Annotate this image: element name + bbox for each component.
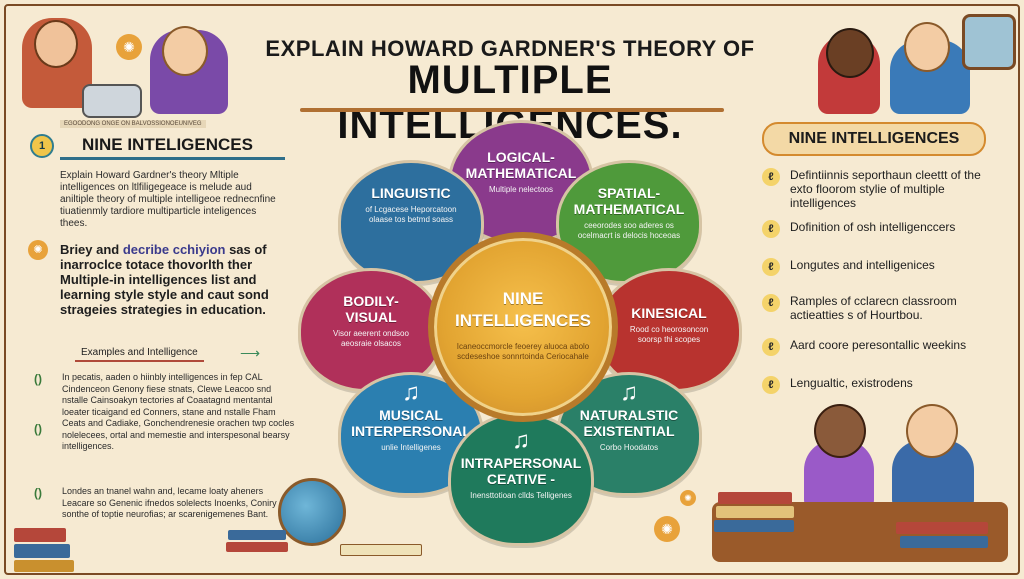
left-paragraph-2: Briey and decribe cchiyion sas of inarro… xyxy=(60,242,295,317)
list-marker-icon: ℓ xyxy=(762,294,780,312)
book-stack-left-2 xyxy=(14,544,70,558)
list-item-text: Defintiinnis seporthaun cleettt of the e… xyxy=(790,168,981,210)
petal-desc: unlie Intelligenes xyxy=(381,443,441,452)
petal-title: LINGUISTIC xyxy=(371,185,451,201)
book-stack-right-5 xyxy=(900,536,988,548)
list-item-text: Aard coore peresontallic weekins xyxy=(790,338,967,352)
title-rule xyxy=(300,108,724,112)
right-list-item: ℓ Ramples of cclarecn classroom actieatt… xyxy=(762,294,992,322)
book-stack-left xyxy=(14,528,66,542)
book-stack-center xyxy=(228,530,286,540)
center-title-line-1: NINE xyxy=(502,289,544,308)
girl-face-bottom xyxy=(814,404,866,458)
girl-face-right xyxy=(826,28,874,78)
petal-desc: ceeorodes soo aderes os ocelmacrt is del… xyxy=(577,221,681,240)
sparkle-icon: ✺ xyxy=(28,240,48,260)
globe-illustration xyxy=(278,478,346,546)
section-number-badge: 1 xyxy=(30,134,54,158)
right-list-item: ℓ Longutes and intelligenices xyxy=(762,258,992,276)
petal-title: MUSICAL INTERPERSONAL xyxy=(351,407,471,439)
petal-title: BODILY- VISUAL xyxy=(343,293,399,325)
paren-marker-3: () xyxy=(34,486,42,500)
list-marker-icon: ℓ xyxy=(762,258,780,276)
list-item-text: Ramples of cclarecn classroom actieattie… xyxy=(790,294,957,322)
sun-doodle-icon: ✺ xyxy=(116,34,142,60)
petal-desc: Visor aeerent ondsoo aeosraie olsacos xyxy=(333,329,409,348)
list-item-text: Longutes and intelligenices xyxy=(790,258,935,272)
petal-desc: Rood co heorosoncon soorsp thi scopes xyxy=(629,325,709,344)
laptop-illustration xyxy=(82,84,142,118)
petal-title: KINESICAL xyxy=(631,305,707,321)
para2-start: Briey and xyxy=(60,242,123,257)
arrow-right-icon: ⟶ xyxy=(240,345,261,361)
petal-title: LOGICAL- MATHEMATICAL xyxy=(465,149,577,181)
list-marker-icon: ℓ xyxy=(762,338,780,356)
book-stack-right-2 xyxy=(716,506,794,518)
boy-face-bottom xyxy=(906,404,958,458)
center-description: Icaneoccmorcle feoerey aluoca abolo scde… xyxy=(456,342,590,361)
petal-title: INTRAPERSONAL CEATIVE - xyxy=(460,455,582,487)
list-item-text: Lengualtic, existrodens xyxy=(790,376,913,390)
book-stack-right-4 xyxy=(896,522,988,534)
examples-label: Examples and Intelligence xyxy=(75,345,204,362)
para2-highlight: decribe cchiyion xyxy=(122,242,226,257)
center-disc: NINE INTELLIGENCES Icaneoccmorcle feoere… xyxy=(428,232,618,422)
petal-desc: of Lcgacese Heporcatoon olaase tos betmd… xyxy=(365,205,457,224)
left-heading-rule xyxy=(60,157,285,160)
music-note-icon: ♫ xyxy=(620,379,638,406)
boy-face-right xyxy=(904,22,950,72)
center-title: NINE INTELLIGENCES xyxy=(434,288,612,332)
left-paragraph-1: Explain Howard Gardner's theory Mltiple … xyxy=(60,170,276,229)
petal-kinesical: KINESICAL Rood co heorosoncon soorsp thi… xyxy=(596,268,742,392)
book-open xyxy=(340,544,422,556)
petal-linguistic: LINGUISTIC of Lcgacese Heporcatoon olaas… xyxy=(338,160,484,284)
window-illustration xyxy=(962,14,1016,70)
petal-title: NATURALSTIC EXISTENTIAL xyxy=(579,407,679,439)
sun-doodle-icon-bottom: ✺ xyxy=(654,516,680,542)
list-item-text: Dofinition of osh intelligenccers xyxy=(790,220,956,234)
petal-desc: Multiple nelectoos xyxy=(488,185,554,194)
right-list-item: ℓ Lengualtic, existrodens xyxy=(762,376,992,394)
right-heading-pill: NINE INTELLIGENCES xyxy=(762,122,986,156)
para2-end: sas of inarroclce totace thovorlth ther … xyxy=(60,242,269,317)
paren-marker-1: () xyxy=(34,372,42,386)
paren-marker-2: () xyxy=(34,422,42,436)
left-paragraph-4: Londes an tnanel wahn and, lecame loaty … xyxy=(62,486,277,519)
list-marker-icon: ℓ xyxy=(762,376,780,394)
title-line-1: EXPLAIN HOWARD GARDNER'S THEORY OF xyxy=(265,36,755,61)
book-stack-left-3 xyxy=(14,560,74,572)
petal-desc: Inensttotioan cllds Telligenes xyxy=(470,491,572,500)
petal-bodily-visual: BODILY- VISUAL Visor aeerent ondsoo aeos… xyxy=(298,268,444,392)
petal-intrapersonal-creative: ♫ INTRAPERSONAL CEATIVE - Inensttotioan … xyxy=(448,412,594,546)
left-paragraph-3: In pecatis, aaden o hiinbly intelligence… xyxy=(62,372,295,451)
book-stack-right-1 xyxy=(718,492,792,504)
music-note-icon: ♫ xyxy=(512,427,530,454)
list-marker-icon: ℓ xyxy=(762,168,780,186)
list-marker-icon: ℓ xyxy=(762,220,780,238)
right-list-item: ℓ Defintiinnis seporthaun cleettt of the… xyxy=(762,168,992,210)
music-note-icon: ♫ xyxy=(402,379,420,406)
petal-spatial-mathematical: SPATIAL- MATHEMATICAL ceeorodes soo ader… xyxy=(556,160,702,284)
boy-face xyxy=(162,26,208,76)
center-title-line-2: INTELLIGENCES xyxy=(454,311,591,330)
petal-title: SPATIAL- MATHEMATICAL xyxy=(573,185,685,217)
petal-desc: Corbo Hoodatos xyxy=(599,443,659,452)
girl-face xyxy=(34,20,78,68)
right-list-item: ℓ Dofinition of osh intelligenccers xyxy=(762,220,992,238)
book-stack-center-2 xyxy=(226,542,288,552)
sparkle-icon-bottom: ✺ xyxy=(680,490,696,506)
book-stack-right-3 xyxy=(714,520,794,532)
left-small-tag: EGOODONG ONGE ON BALVOSSIONOEUNIVEG xyxy=(60,120,206,128)
right-list-item: ℓ Aard coore peresontallic weekins xyxy=(762,338,992,356)
left-heading: NINE INTELIGENCES xyxy=(82,135,253,154)
